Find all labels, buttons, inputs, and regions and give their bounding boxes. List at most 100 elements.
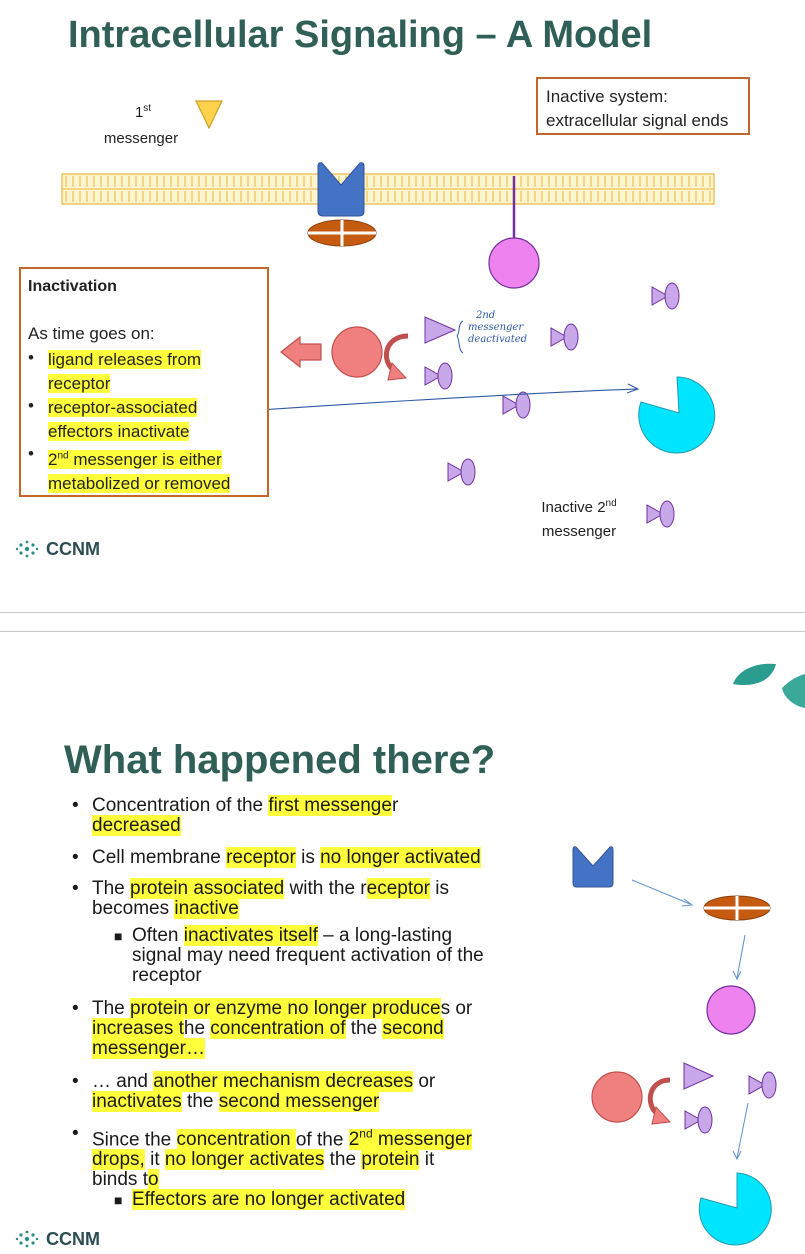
- ccnm-logo-text: CCNM: [46, 1228, 100, 1249]
- inactivation-item-2-line-1: receptor-associated: [48, 398, 198, 417]
- hand-brace: [456, 320, 464, 354]
- b5-b: protein or enzyme no longer produce: [130, 998, 441, 1019]
- b8-a: Effectors are no longer activated: [132, 1189, 406, 1210]
- g-protein-icon: [703, 895, 771, 921]
- receptor-icon: [317, 162, 365, 217]
- b3-c: with the r: [284, 878, 367, 899]
- b3-e: is: [430, 878, 449, 899]
- b4-a: Often: [132, 925, 184, 946]
- degrading-enzyme-icon: [591, 1071, 643, 1123]
- b3-a: The: [92, 878, 131, 899]
- inactivation-item-1: ligand releases from receptor: [48, 348, 202, 396]
- inactive-second-messenger-icon: [550, 323, 579, 351]
- b6-f: second messenger: [218, 1091, 380, 1112]
- degrading-enzyme-icon: [331, 326, 383, 378]
- slide-gap: [0, 572, 805, 660]
- pointer-line: [217, 388, 639, 414]
- receptor-icon: [572, 846, 614, 888]
- b4-d: signal may need frequent activation of t…: [132, 945, 484, 966]
- slide-2: What happened there? • Concentration of …: [0, 660, 805, 1254]
- effector-enzyme-icon: [706, 985, 756, 1035]
- slide-1: Intracellular Signaling – A Model: [0, 0, 805, 572]
- slide-2-decor: [733, 663, 805, 708]
- b7-dsup: nd: [359, 1127, 373, 1141]
- b5-c: s or: [440, 998, 473, 1019]
- corner-leaf-icon-2: [782, 674, 805, 708]
- inactive-second-messenger-icon: [651, 282, 680, 310]
- slide-2-diagram: [572, 846, 777, 1246]
- inactivation-item-3-line-1: messenger is either: [68, 449, 222, 469]
- b2-c: is: [295, 847, 321, 868]
- bullet-dot: •: [28, 444, 34, 463]
- b2-d: no longer activated: [320, 847, 481, 868]
- ccnm-logo-text: CCNM: [46, 538, 100, 559]
- bullet-concentration-drops: • Since the concentration of the 2nd mes…: [72, 1123, 472, 1191]
- cell-membrane: [61, 173, 715, 205]
- inactivation-item-2: receptor-associated effectors inactivate: [48, 396, 198, 444]
- inactivation-heading: Inactivation: [28, 278, 117, 295]
- b2-a: Cell membrane: [92, 847, 227, 868]
- bullet-receptor: • Cell membrane receptor is no longer ac…: [72, 847, 481, 868]
- b7-g: it: [144, 1149, 165, 1171]
- b5-d: increases t: [92, 1018, 184, 1039]
- b5-f: concentration of: [210, 1018, 346, 1039]
- b7-c: of the: [295, 1129, 349, 1151]
- slide-1-title: Intracellular Signaling – A Model: [68, 14, 653, 56]
- ccnm-logo-icon: [15, 540, 39, 558]
- b5-a: The: [92, 998, 131, 1019]
- inactive-second-messenger-icon: [502, 391, 531, 419]
- first-messenger-word: messenger: [103, 130, 179, 147]
- inactivation-item-1-line-2: receptor: [48, 374, 111, 393]
- inactive-second-word: messenger: [541, 523, 617, 540]
- inactive-system-box: Inactive system: extracellular signal en…: [536, 77, 750, 135]
- inactive-second-messenger-icon: [684, 1106, 713, 1134]
- inactivation-item-2-line-2: effectors inactivate: [48, 422, 190, 441]
- second-messenger-triangle: [424, 316, 457, 344]
- slide-separator: [0, 631, 805, 632]
- handwritten-note: 2nd messenger deactivated: [468, 310, 527, 346]
- inactive-system-line-2: extracellular signal ends: [546, 111, 729, 130]
- inactivation-item-3-num: 2: [48, 449, 58, 469]
- b1-d: decreased: [92, 815, 181, 836]
- b7-j: protein: [361, 1149, 420, 1171]
- b5-h: second: [382, 1018, 444, 1039]
- b7-k: it: [419, 1149, 435, 1171]
- slide-2-title: What happened there?: [64, 738, 496, 782]
- ccnm-logo: CCNM: [14, 1228, 100, 1250]
- ccnm-logo-icon: [15, 1230, 39, 1248]
- inactivation-intro: As time goes on:: [28, 324, 155, 343]
- curved-arrow-icon: [647, 1077, 671, 1119]
- inactivation-box: Inactivation As time goes on: • ligand r…: [19, 267, 269, 497]
- b7-e: messenger: [372, 1129, 472, 1151]
- first-messenger-triangle: [195, 100, 223, 130]
- b3-d: eceptor: [366, 878, 430, 899]
- b7-d: 2: [348, 1129, 360, 1151]
- target-protein-icon: [638, 376, 716, 454]
- bullet-dot: •: [28, 348, 34, 367]
- curved-arrow-icon: [384, 333, 409, 375]
- b6-e: the: [181, 1091, 219, 1112]
- bullet-dot: •: [28, 396, 34, 415]
- handwritten-line-1: 2nd: [476, 310, 496, 321]
- slide-1-diagram: [61, 100, 716, 528]
- inactive-second-messenger-icon: [424, 362, 453, 390]
- g-protein-icon: [307, 219, 377, 247]
- b1-c: r: [391, 795, 399, 816]
- second-messenger-triangle: [683, 1062, 715, 1090]
- handwritten-line-3: deactivated: [468, 334, 528, 345]
- b7-l: binds t: [92, 1169, 148, 1191]
- corner-leaf-icon: [733, 663, 776, 686]
- effector-enzyme-icon: [488, 237, 540, 289]
- inactive-system-line-1: Inactive system:: [546, 87, 668, 106]
- b7-m: o: [147, 1169, 159, 1191]
- b7-h: no longer activates: [164, 1149, 325, 1171]
- bullet-enzyme-no-longer: • The protein or enzyme no longer produc…: [72, 998, 473, 1059]
- inactive-second-sup: nd: [605, 498, 617, 509]
- inactivation-item-3-sup: nd: [57, 450, 69, 461]
- b5-i: messenger…: [92, 1038, 205, 1059]
- b4-c: – a long-lasting: [317, 925, 453, 946]
- ccnm-logo: CCNM: [14, 538, 100, 560]
- b4-b: inactivates itself: [183, 925, 318, 946]
- b3-f: becomes: [92, 898, 175, 919]
- handwritten-line-2: messenger: [468, 322, 524, 333]
